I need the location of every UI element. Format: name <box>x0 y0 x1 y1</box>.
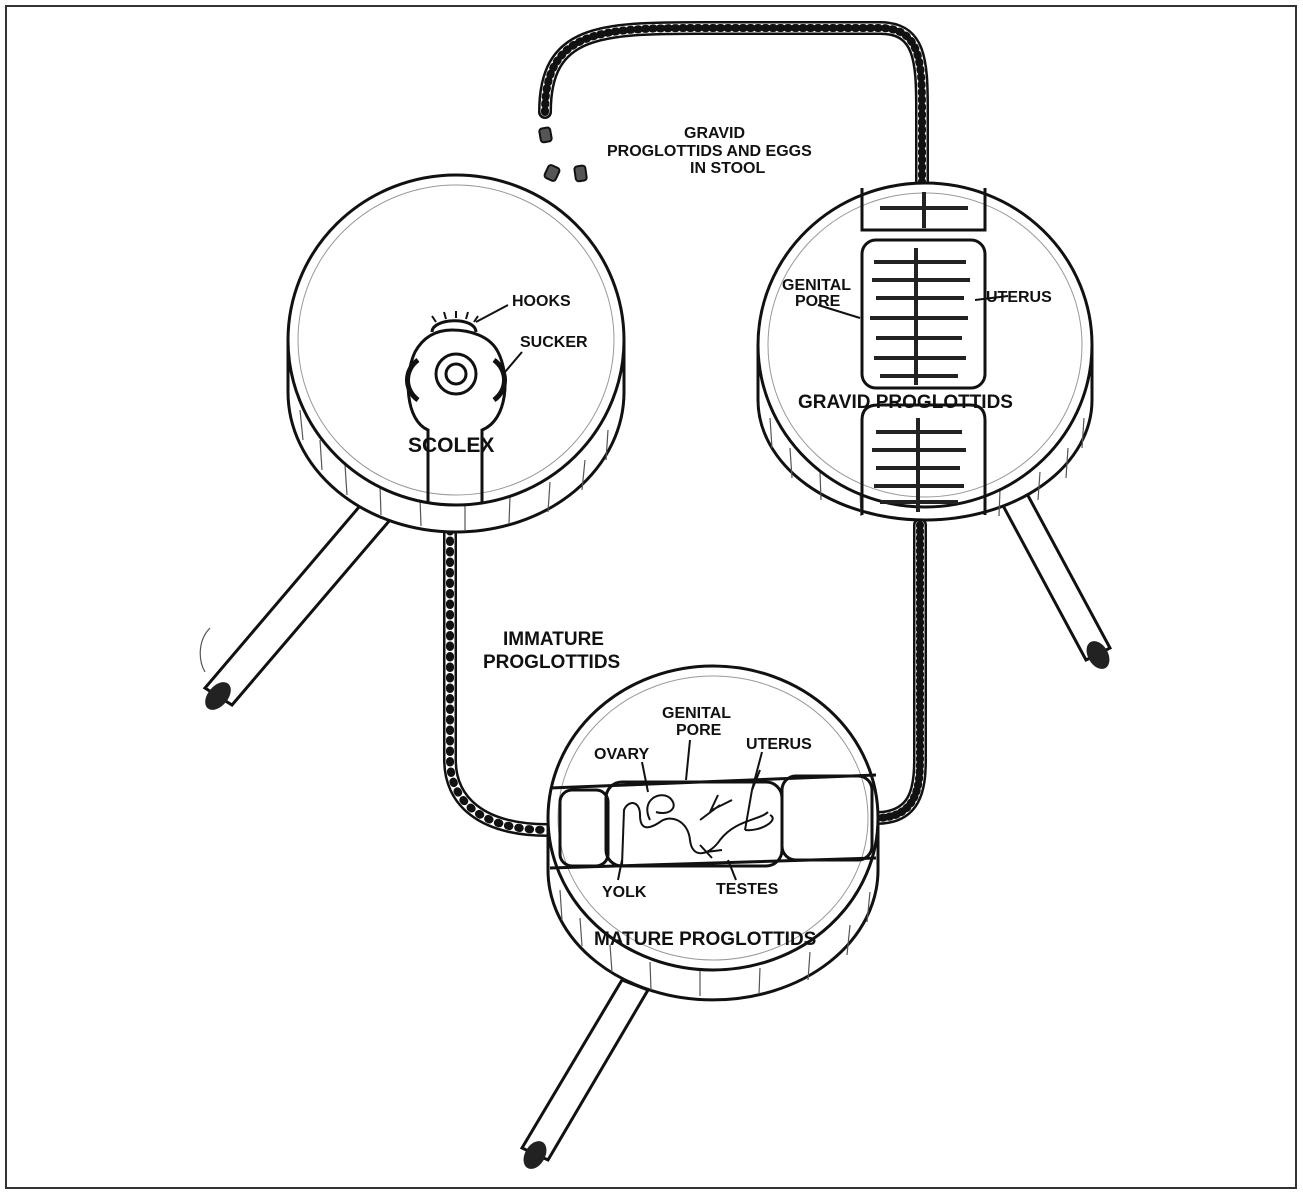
uterus-mature-label: UTERUS <box>746 736 812 753</box>
stool-label-line3: IN STOOL <box>690 160 765 177</box>
ovary-label: OVARY <box>594 746 649 763</box>
genital-pore-gravid-label-line1: GENITAL <box>782 277 851 294</box>
mature-proglottids-label: MATURE PROGLOTTIDS <box>594 929 816 950</box>
immature-proglottids-label-line1: IMMATURE <box>503 629 604 650</box>
uterus-gravid-label: UTERUS <box>986 289 1052 306</box>
yolk-label: YOLK <box>602 884 647 901</box>
figure-frame <box>6 6 1296 1188</box>
genital-pore-mature-label-line2: PORE <box>676 722 722 739</box>
immature-proglottids-label-line2: PROGLOTTIDS <box>483 652 620 673</box>
genital-pore-gravid-label-line2: PORE <box>795 293 841 310</box>
stool-label-line2: PROGLOTTIDS AND EGGS <box>607 143 812 160</box>
scolex-label: SCOLEX <box>408 434 494 457</box>
testes-label: TESTES <box>716 881 779 898</box>
genital-pore-mature-label-line1: GENITAL <box>662 705 731 722</box>
sucker-label: SUCKER <box>520 334 588 351</box>
hooks-label: HOOKS <box>512 293 571 310</box>
gravid-proglottids-label: GRAVID PROGLOTTIDS <box>798 392 1013 413</box>
gravid-lens <box>758 183 1092 507</box>
stool-label-line1: GRAVID <box>684 125 745 142</box>
